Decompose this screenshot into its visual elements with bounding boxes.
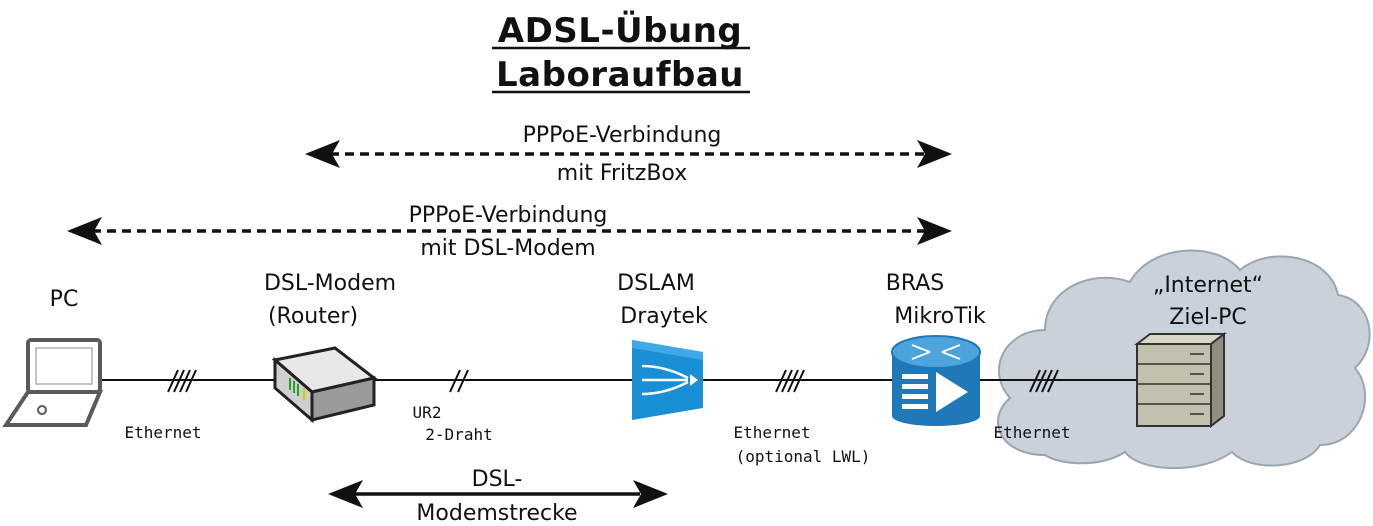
pc-modem-hash — [167, 369, 197, 393]
pppoe-fritzbox-line2: mit FritzBox — [557, 161, 687, 186]
laptop-icon — [2, 338, 104, 427]
internet-label1: „Internet“ — [1153, 273, 1263, 298]
dslam-label1: DSLAM — [617, 271, 695, 296]
link-bras-internet-label: Ethernet — [993, 423, 1070, 442]
link-modem-dslam-label1: UR2 — [413, 403, 442, 422]
pc-label: PC — [50, 287, 79, 312]
link-modem-dslam-label2: 2-Draht — [425, 425, 492, 444]
pppoe-modem-line2: mit DSL-Modem — [420, 236, 595, 261]
modem-label2: (Router) — [268, 304, 358, 329]
pppoe-modem-arrow — [67, 217, 952, 245]
title-line2: Laboraufbau — [496, 55, 744, 95]
title-line1: ADSL-Übung — [498, 10, 743, 51]
server-icon — [1134, 331, 1227, 429]
modem-label1: DSL-Modem — [264, 271, 396, 296]
pppoe-fritzbox-line1: PPPoE-Verbindung — [523, 123, 722, 148]
bras-label1: BRAS — [886, 271, 945, 296]
internet-label2: Ziel-PC — [1169, 305, 1246, 330]
dsl-line2: Modemstrecke — [416, 501, 577, 526]
link-dslam-bras-label2: (optional LWL) — [736, 447, 871, 466]
bras-label2: MikroTik — [894, 304, 986, 329]
link-dslam-bras-label1: Ethernet — [733, 423, 810, 442]
bras-internet-hash — [1029, 369, 1059, 393]
dslam-label2: Draytek — [620, 304, 708, 329]
bras-icon — [891, 335, 981, 426]
dslam-bras-hash — [775, 369, 805, 393]
link-pc-modem-label: Ethernet — [124, 423, 201, 442]
pppoe-fritzbox-arrow — [305, 140, 952, 168]
dsl-modemstrecke-arrow — [328, 480, 668, 508]
dsl-line1: DSL- — [472, 467, 523, 492]
pppoe-modem-line1: PPPoE-Verbindung — [409, 203, 608, 228]
modem-dslam-hash — [449, 369, 469, 393]
dsl-modem-icon — [271, 346, 378, 424]
dslam-icon — [632, 340, 703, 420]
